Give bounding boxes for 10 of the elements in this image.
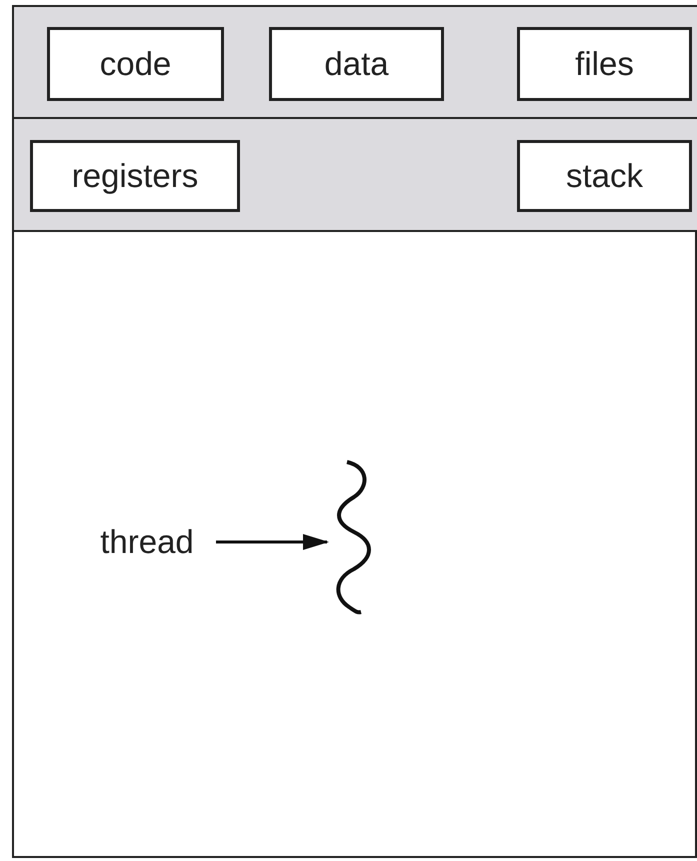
resource-box: registers [30, 140, 240, 212]
band-background [14, 7, 697, 119]
resource-box: code [47, 27, 224, 101]
resource-box: files [517, 27, 692, 101]
resource-box: stack [517, 140, 692, 212]
band-background [14, 119, 697, 232]
arrow [216, 534, 329, 550]
process-frame [12, 5, 697, 858]
resource-box: data [269, 27, 444, 101]
thread-label: thread [82, 517, 212, 567]
